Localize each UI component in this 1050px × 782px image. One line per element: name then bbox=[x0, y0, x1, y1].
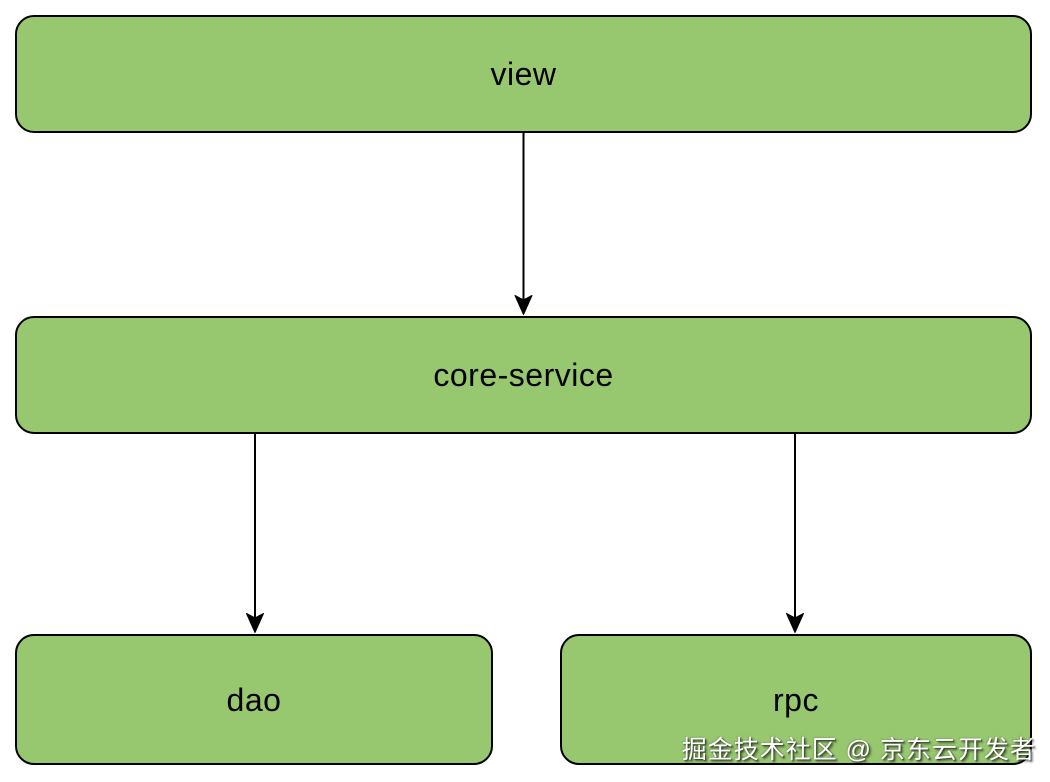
edge-core-service-to-dao bbox=[246, 434, 264, 633]
arrowhead-down-icon bbox=[246, 613, 264, 633]
watermark: 掘金技术社区 @ 京东云开发者 bbox=[681, 736, 1036, 764]
node-view-label: view bbox=[490, 56, 557, 92]
node-rpc-label: rpc bbox=[773, 681, 819, 718]
node-core-service-label: core-service bbox=[433, 357, 614, 393]
edge-core-service-to-rpc bbox=[786, 434, 804, 633]
arrowhead-down-icon bbox=[514, 295, 533, 315]
node-dao-label: dao bbox=[226, 681, 282, 718]
node-rpc: rpc bbox=[560, 634, 1032, 765]
node-core-service: core-service bbox=[15, 316, 1032, 434]
arrowhead-down-icon bbox=[786, 613, 804, 633]
node-view: view bbox=[15, 15, 1032, 133]
edge-view-to-core-service bbox=[514, 133, 533, 315]
node-dao: dao bbox=[15, 634, 493, 765]
